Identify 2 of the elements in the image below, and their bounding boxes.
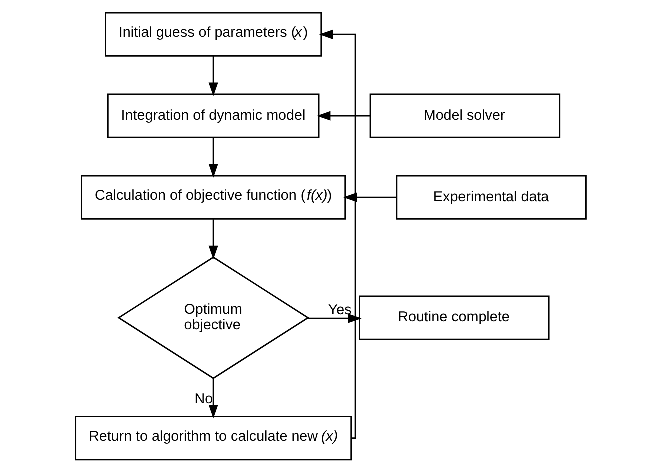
edge-label: No (194, 392, 213, 408)
edge-label: Yes (328, 302, 352, 318)
